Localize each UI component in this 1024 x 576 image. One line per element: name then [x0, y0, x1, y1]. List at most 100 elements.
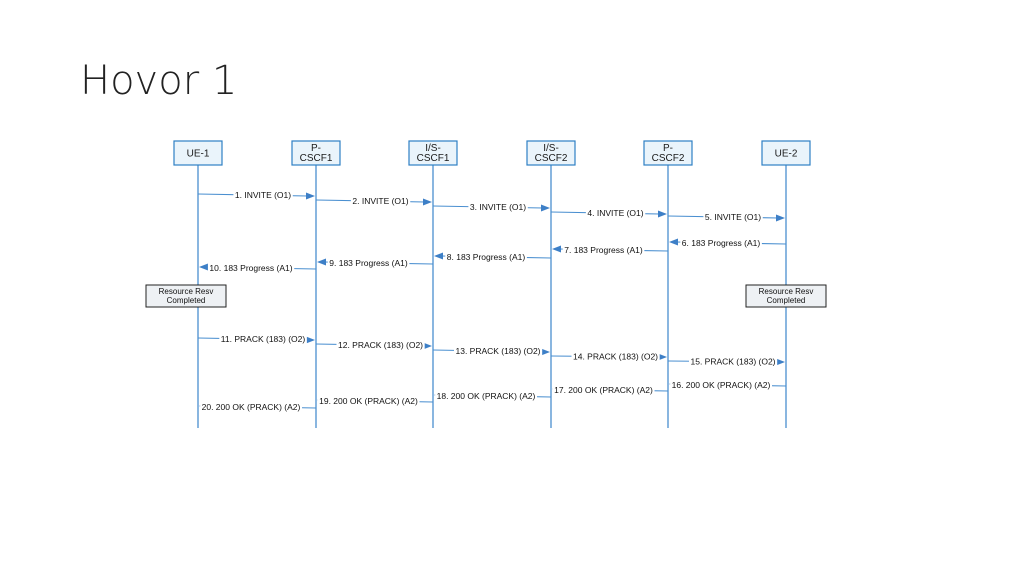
arrowhead: [776, 214, 785, 222]
message-label-bg: [327, 258, 410, 268]
message-label: 16. 200 OK (PRACK) (A2): [672, 380, 771, 390]
message-label: 10. 183 Progress (A1): [209, 263, 292, 273]
node-box: [761, 140, 811, 166]
node-box: [408, 140, 458, 166]
message-16: 16. 200 OK (PRACK) (A2): [669, 380, 787, 390]
arrowhead: [199, 263, 208, 271]
message-6: 6. 183 Progress (A1): [669, 238, 787, 248]
message-label-bg: [336, 340, 425, 350]
node-label: CSCF1: [417, 153, 450, 164]
message-label-bg: [680, 238, 762, 248]
message-13: 13. PRACK (183) (O2): [432, 346, 550, 356]
message-10: 10. 183 Progress (A1): [199, 263, 317, 273]
message-9: 9. 183 Progress (A1): [317, 258, 434, 268]
message-label: 11. PRACK (183) (O2): [221, 334, 306, 344]
message-1: 1. INVITE (O1): [197, 190, 315, 200]
node-label: CSCF2: [535, 153, 568, 164]
message-label: 8. 183 Progress (A1): [447, 252, 526, 262]
message-label-bg: [703, 212, 763, 222]
arrowhead: [541, 204, 550, 212]
message-label-bg: [468, 202, 528, 212]
message-label-bg: [233, 190, 293, 200]
message-11: 11. PRACK (183) (O2): [197, 334, 315, 344]
message-label: 7. 183 Progress (A1): [564, 245, 643, 255]
message-label: 12. PRACK (183) (O2): [338, 340, 423, 350]
node-pcscf1: P-CSCF1: [291, 140, 341, 166]
message-label-bg: [200, 402, 303, 412]
arrowhead: [541, 348, 550, 356]
message-label: 13. PRACK (183) (O2): [455, 346, 540, 356]
node-box: [526, 140, 576, 166]
arrowhead: [306, 192, 315, 200]
node-label: P-: [663, 143, 673, 154]
page-title: Hovor 1: [80, 58, 238, 104]
arrowhead: [306, 336, 315, 344]
message-20: 20. 200 OK (PRACK) (A2): [199, 402, 317, 412]
node-label: I/S-: [543, 143, 559, 154]
message-label-bg: [562, 245, 645, 255]
message-19: 19. 200 OK (PRACK) (A2): [317, 396, 434, 406]
message-15: 15. PRACK (183) (O2): [667, 356, 785, 367]
message-14: 14. PRACK (183) (O2): [550, 351, 667, 362]
node-label: UE-2: [775, 149, 798, 160]
note-label: Completed: [767, 296, 806, 305]
message-label-bg: [207, 263, 295, 273]
message-label-bg: [350, 196, 411, 206]
note-label: Resource Resv: [159, 287, 214, 296]
arrowhead: [434, 252, 443, 260]
message-label-bg: [571, 351, 660, 362]
message-label: 17. 200 OK (PRACK) (A2): [554, 385, 653, 395]
message-3: 3. INVITE (O1): [432, 202, 550, 212]
note-label: Resource Resv: [759, 287, 814, 296]
message-label-bg: [688, 356, 778, 367]
message-18: 18. 200 OK (PRACK) (A2): [434, 391, 552, 401]
message-5: 5. INVITE (O1): [667, 212, 785, 222]
message-label-bg: [445, 252, 527, 262]
message-label: 20. 200 OK (PRACK) (A2): [202, 402, 301, 412]
message-label: 19. 200 OK (PRACK) (A2): [319, 396, 418, 406]
arrowhead: [776, 358, 785, 366]
arrowhead: [658, 210, 667, 218]
note-box: [745, 284, 827, 308]
node-ue1: UE-1: [173, 140, 223, 166]
node-label: I/S-: [425, 143, 441, 154]
message-label: 15. PRACK (183) (O2): [690, 357, 775, 367]
arrowhead: [423, 198, 432, 206]
node-label: CSCF1: [300, 153, 333, 164]
node-ue2: UE-2: [761, 140, 811, 166]
node-iscscf1: I/S-CSCF1: [408, 140, 458, 166]
note-box: [145, 284, 227, 308]
arrowhead: [317, 258, 326, 266]
message-label: 1. INVITE (O1): [235, 190, 291, 200]
message-label: 18. 200 OK (PRACK) (A2): [437, 391, 536, 401]
message-label: 4. INVITE (O1): [587, 208, 643, 218]
message-label-bg: [585, 208, 646, 218]
node-pcscf2: P-CSCF2: [643, 140, 693, 166]
message-2: 2. INVITE (O1): [315, 196, 432, 206]
message-12: 12. PRACK (183) (O2): [315, 340, 432, 350]
arrowhead: [423, 342, 432, 350]
node-box: [643, 140, 693, 166]
node-label: CSCF2: [652, 153, 685, 164]
message-label-bg: [552, 385, 655, 395]
message-label-bg: [317, 396, 420, 406]
message-label-bg: [219, 334, 307, 344]
message-17: 17. 200 OK (PRACK) (A2): [552, 385, 669, 395]
message-label: 6. 183 Progress (A1): [682, 238, 761, 248]
message-label: 2. INVITE (O1): [352, 196, 408, 206]
arrowhead: [658, 353, 667, 361]
message-7: 7. 183 Progress (A1): [552, 245, 669, 255]
node-iscscf2: I/S-CSCF2: [526, 140, 576, 166]
message-label: 3. INVITE (O1): [470, 202, 526, 212]
node-box: [291, 140, 341, 166]
message-label: 9. 183 Progress (A1): [329, 258, 408, 268]
node-box: [173, 140, 223, 166]
message-label-bg: [453, 346, 543, 356]
message-label-bg: [435, 391, 538, 401]
message-4: 4. INVITE (O1): [550, 208, 667, 218]
message-label: 5. INVITE (O1): [705, 212, 761, 222]
note-label: Completed: [167, 296, 206, 305]
